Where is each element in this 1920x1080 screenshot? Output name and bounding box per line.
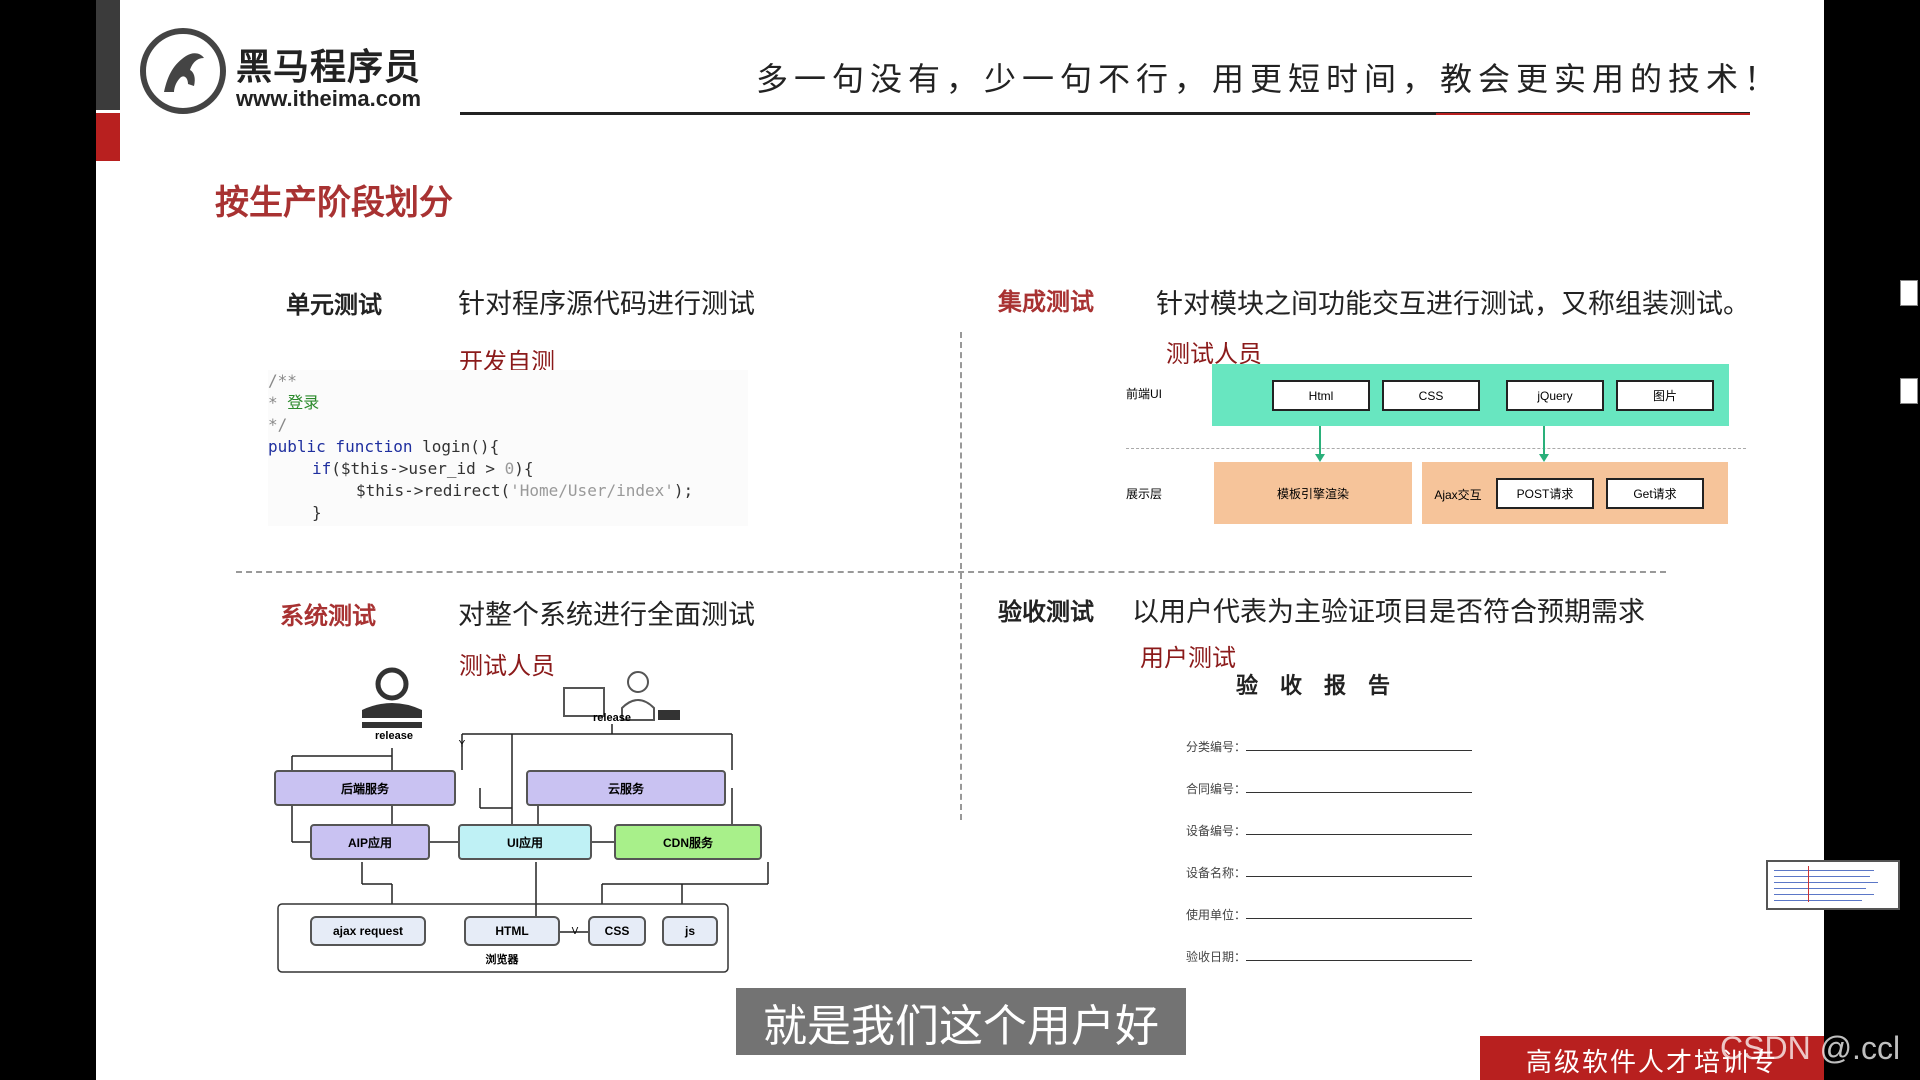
slogan: 多一句没有，少一句不行，用更短时间，教会更实用的技术！: [756, 54, 1782, 100]
js-box: js: [662, 916, 718, 946]
csdn-watermark: CSDN @.ccl: [1720, 1030, 1900, 1067]
css-box: CSS: [588, 916, 646, 946]
down-arrows: [1126, 426, 1746, 466]
side-mini-window[interactable]: [1900, 280, 1918, 306]
form-field-line: [1246, 750, 1472, 751]
html-box: HTML: [464, 916, 560, 946]
integration-diagram: 前端UI 展示层 Html CSS jQuery 图片 模板引擎渲染 Ajax交…: [1126, 362, 1746, 528]
form-field-line: [1246, 918, 1472, 919]
form-field-label: 设备编号：: [1186, 822, 1246, 839]
form-field-label: 分类编号：: [1186, 738, 1246, 755]
side-mini-window[interactable]: [1900, 378, 1918, 404]
ui-app-box: UI应用: [458, 824, 592, 860]
acceptance-test-title: 验收测试: [998, 592, 1094, 627]
cloud-service-box: 云服务: [526, 770, 726, 806]
horizontal-divider: [236, 571, 1666, 573]
vertical-divider: [960, 332, 962, 820]
right-desktop-strip: [1824, 0, 1920, 1080]
backend-service-box: 后端服务: [274, 770, 456, 806]
ajax-request-box: ajax request: [310, 916, 426, 946]
junction-label: V: [562, 922, 588, 940]
integration-test-description: 针对模块之间功能交互进行测试，又称组装测试。: [1156, 282, 1750, 321]
report-title: 验收报告: [1236, 668, 1412, 700]
system-diagram: release release Y 后端服务 云服务 AIP应用 UI应用 CD…: [262, 664, 842, 974]
release-label: release: [572, 710, 652, 726]
video-subtitle: 就是我们这个用户好: [736, 988, 1186, 1055]
brand-name: 黑马程序员: [236, 38, 421, 90]
ui-item-image: 图片: [1616, 380, 1714, 411]
acceptance-test-description: 以用户代表为主验证项目是否符合预期需求: [1132, 590, 1645, 629]
form-field-label: 设备名称：: [1186, 864, 1246, 881]
unit-test-description: 针对程序源代码进行测试: [458, 282, 755, 321]
form-field-line: [1246, 960, 1472, 961]
presentation-slide: 黑马程序员 www.itheima.com 多一句没有，少一句不行，用更短时间，…: [96, 0, 1824, 1080]
row-label-frontend: 前端UI: [1126, 384, 1176, 402]
ui-item-html: Html: [1272, 380, 1370, 411]
header-divider-accent: [1436, 113, 1750, 115]
system-test-description: 对整个系统进行全面测试: [458, 593, 755, 632]
row-label-display: 展示层: [1126, 484, 1176, 502]
acceptance-test-sub: 用户测试: [1140, 638, 1236, 673]
form-field-line: [1246, 792, 1472, 793]
template-engine-box: 模板引擎渲染: [1214, 462, 1412, 524]
ajax-label: Ajax交互: [1426, 480, 1490, 508]
aip-app-box: AIP应用: [310, 824, 430, 860]
logo-horse-icon: [140, 28, 226, 114]
release-label: release: [354, 728, 434, 744]
integration-test-title: 集成测试: [998, 282, 1094, 317]
form-field-line: [1246, 876, 1472, 877]
get-request-box: Get请求: [1606, 478, 1704, 509]
form-field-line: [1246, 834, 1472, 835]
cdn-service-box: CDN服务: [614, 824, 762, 860]
floating-thumbnail-window[interactable]: [1766, 860, 1900, 910]
ui-item-css: CSS: [1382, 380, 1480, 411]
code-snippet: /** * 登录 */ public function login(){ if(…: [268, 370, 748, 526]
brand-url: www.itheima.com: [236, 86, 421, 112]
form-field-label: 合同编号：: [1186, 780, 1246, 797]
browser-label: 浏览器: [462, 950, 542, 968]
system-test-title: 系统测试: [280, 596, 376, 631]
slide-edge-dark: [96, 0, 120, 110]
ui-item-jquery: jQuery: [1506, 380, 1604, 411]
form-field-label: 使用单位：: [1186, 906, 1246, 923]
section-title: 按生产阶段划分: [215, 175, 453, 224]
post-request-box: POST请求: [1496, 478, 1594, 509]
form-field-label: 验收日期：: [1186, 948, 1246, 965]
slide-edge-red: [96, 113, 120, 161]
unit-test-title: 单元测试: [286, 285, 382, 320]
junction-label: Y: [452, 736, 472, 752]
